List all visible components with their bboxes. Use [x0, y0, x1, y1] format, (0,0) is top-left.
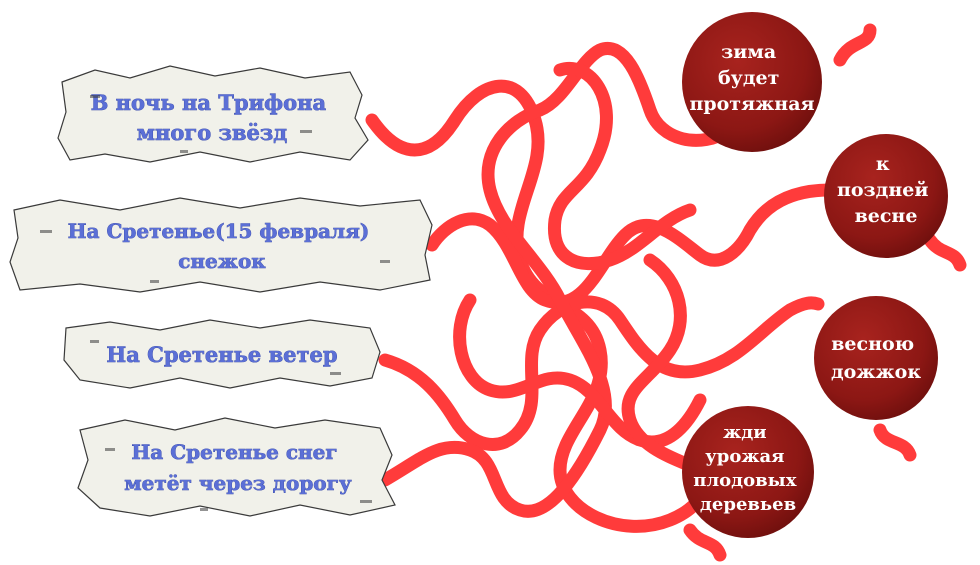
left-labels: В ночь на Трифона много звёзд На Сретень…: [10, 66, 432, 516]
svg-text:На Сретенье ветер: На Сретенье ветер: [106, 342, 337, 367]
seal-4-line-4: деревьев: [700, 494, 796, 515]
bark-label-2-line-2: снежок: [178, 249, 266, 273]
seal-4-line-2: урожая: [705, 446, 784, 467]
seal-2[interactable]: к поздней весне: [824, 134, 948, 258]
seal-1-line-1: зима: [721, 41, 776, 63]
seal-2-line-1: к: [876, 153, 890, 175]
seal-4[interactable]: жди урожая плодовых деревьев: [682, 406, 814, 538]
seal-1-line-2: будет: [718, 67, 779, 89]
seal-2-line-2: поздней: [837, 179, 928, 201]
seal-4-line-1: жди: [723, 422, 767, 443]
bark-label-4-line-2: метёт через дорогу: [124, 471, 352, 495]
bark-label-3-line-1: На Сретенье ветер: [106, 342, 337, 367]
bark-label-1-line-2: много звёзд: [137, 120, 288, 145]
rope-tail-2: [930, 240, 960, 265]
bark-label-4-line-1: На Сретенье снег: [131, 440, 337, 464]
bark-label-1[interactable]: В ночь на Трифона много звёзд: [58, 66, 368, 162]
bark-label-2-line-1: На Сретенье(15 февраля): [68, 219, 370, 243]
tangled-ropes: [372, 30, 960, 555]
rope-tail-3: [880, 430, 910, 455]
seal-3-line-1: весною: [831, 333, 914, 355]
seal-3-line-2: дожжок: [831, 361, 921, 383]
bark-label-4[interactable]: На Сретенье снег метёт через дорогу: [78, 418, 395, 516]
rope-tail-1: [840, 30, 870, 60]
seal-1[interactable]: зима будет протяжная: [682, 12, 822, 152]
bark-label-2[interactable]: На Сретенье(15 февраля) снежок: [10, 198, 432, 292]
seal-4-line-3: плодовых: [693, 470, 796, 491]
bark-label-3[interactable]: На Сретенье ветер: [64, 320, 380, 388]
seal-1-line-3: протяжная: [689, 93, 814, 115]
rope-tail-4: [690, 530, 720, 555]
seal-3[interactable]: весною дожжок: [814, 296, 938, 420]
bark-label-1-line-1: В ночь на Трифона: [91, 90, 327, 115]
seal-2-line-3: весне: [855, 205, 918, 227]
